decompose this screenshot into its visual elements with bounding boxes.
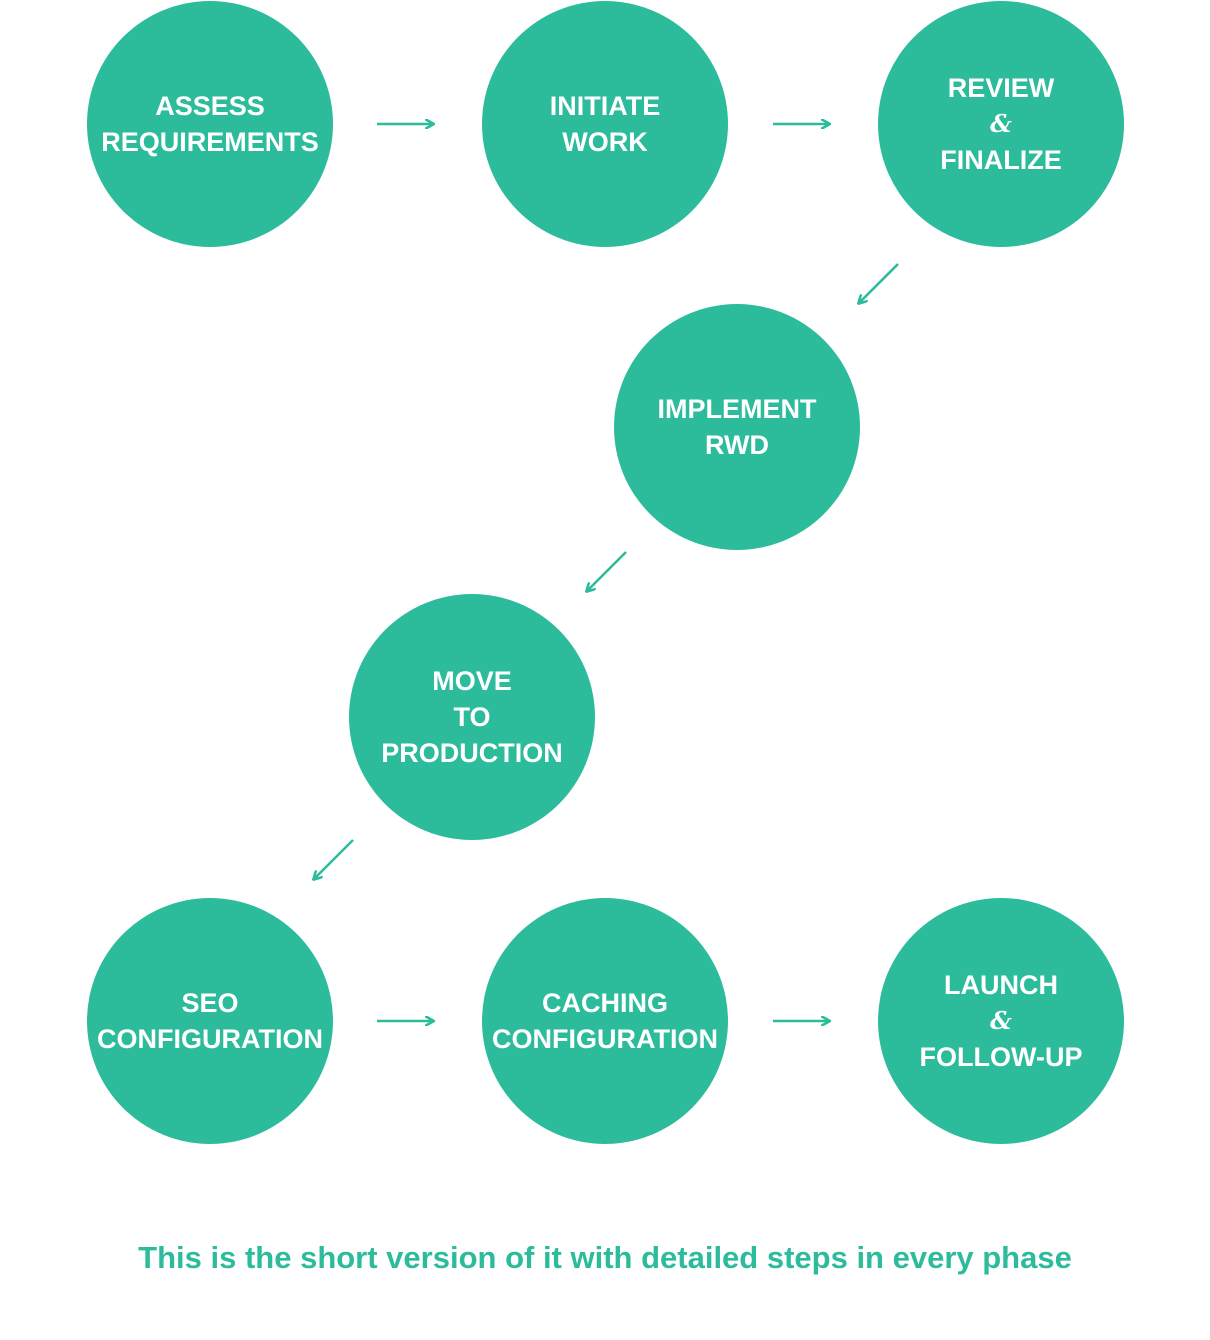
ampersand-label: & <box>990 1006 1012 1035</box>
arrow-diagonal-5-to-6 <box>314 839 354 879</box>
step-label-line: PRODUCTION <box>381 738 563 768</box>
step-implement-rwd: IMPLEMENT RWD <box>614 304 860 550</box>
step-label-line: INITIATE <box>549 91 661 121</box>
arrow-diagonal-3-to-4 <box>859 263 899 303</box>
step-caching-configuration: CACHING CONFIGURATION <box>482 898 728 1144</box>
step-label-line: CACHING <box>542 988 668 1018</box>
step-label-line: FOLLOW-UP <box>919 1042 1083 1072</box>
step-label-line: ASSESS <box>155 91 265 121</box>
diagram-caption: This is the short version of it with det… <box>138 1240 1072 1275</box>
step-label-line: CONFIGURATION <box>97 1024 323 1054</box>
step-seo-configuration: SEO CONFIGURATION <box>87 898 333 1144</box>
step-label-line: LAUNCH <box>944 970 1058 1000</box>
step-label-line: FINALIZE <box>940 145 1062 175</box>
ampersand-label: & <box>990 109 1012 138</box>
step-label-line: RWD <box>705 430 769 460</box>
step-initiate-work: INITIATE WORK <box>482 1 728 247</box>
step-label-line: WORK <box>562 127 648 157</box>
step-launch-follow-up: LAUNCH & FOLLOW-UP <box>878 898 1124 1144</box>
step-label-line: REVIEW <box>947 73 1055 103</box>
step-label-line: CONFIGURATION <box>492 1024 718 1054</box>
step-review-finalize: REVIEW & FINALIZE <box>878 1 1124 247</box>
arrow-diagonal-4-to-5 <box>587 551 627 591</box>
step-label-line: IMPLEMENT <box>657 394 817 424</box>
step-label-line: REQUIREMENTS <box>101 127 319 157</box>
step-move-to-production: MOVE TO PRODUCTION <box>349 594 595 840</box>
step-label-line: MOVE <box>432 666 512 696</box>
step-assess-requirements: ASSESS REQUIREMENTS <box>87 1 333 247</box>
step-label-line: SEO <box>181 988 239 1018</box>
step-label-line: TO <box>453 702 491 732</box>
